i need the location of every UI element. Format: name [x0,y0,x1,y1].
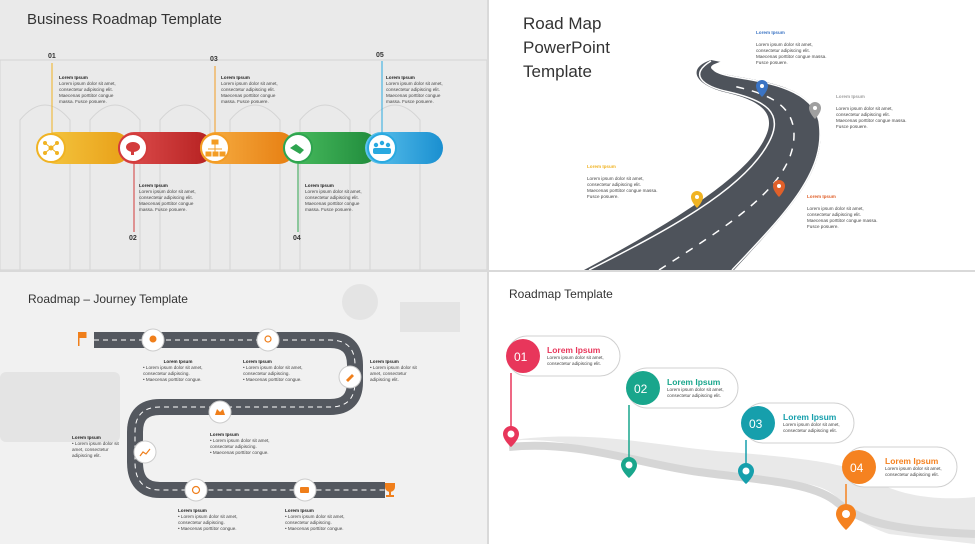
step-number: 05 [376,52,384,59]
flag-icon [78,332,87,346]
trophy-icon [385,483,395,497]
step-number: 02 [634,382,648,396]
journey-item: Lorem Ipsum• Lorem ipsum dolor sit amet,… [285,508,345,531]
journey-panel[interactable]: Roadmap – Journey Template Lorem Ipsum• … [0,272,487,544]
map-pin-icon [738,463,754,484]
handshake-icon [290,144,304,154]
folder-icon [300,487,309,493]
journey-item: Lorem Ipsum• Lorem ipsum dolor sit amet,… [243,359,303,382]
hierarchy-icon [205,139,226,157]
lightbulb-icon [149,335,157,343]
map-pin-icon [773,180,785,197]
journey-item: Lorem Ipsum• Lorem ipsum dolor sit amet,… [210,432,270,455]
map-pin-icon [691,191,703,208]
team-icon [373,140,391,154]
step-number: 01 [514,350,528,364]
step-number: 03 [210,56,218,63]
page-title: Business Roadmap Template [27,11,222,28]
winding-road-graphic [584,60,821,270]
step-number: 04 [850,461,864,475]
step-number: 04 [293,235,301,242]
page-title: Roadmap Template [509,287,613,301]
journey-item: Lorem Ipsum• Lorem ipsum dolor sit amet,… [72,435,119,458]
business-roadmap-panel[interactable]: Business Roadmap Template 01 Lorem Ipsum… [0,0,487,270]
map-pin-icon [836,504,856,530]
journey-item: Lorem Ipsum• Lorem ipsum dolor sit amet,… [370,359,417,382]
network-icon [43,141,59,155]
journey-item: Lorem Ipsum• Lorem ipsum dolor sit amet,… [178,508,238,531]
crown-icon [215,409,225,415]
map-pin-icon [809,102,821,119]
journey-road-graphic [0,284,460,502]
brain-icon [126,142,140,155]
map-pin-icon [756,80,768,97]
map-pin-icon [503,426,519,447]
step-number: 01 [48,53,56,60]
step-number: 03 [749,417,763,431]
business-roadmap-graphic [0,59,487,270]
search-icon [264,335,272,343]
journey-item: Lorem Ipsum• Lorem ipsum dolor sit amet,… [143,359,203,382]
chart-icon [139,448,151,457]
step-number: 02 [129,235,137,242]
page-title: Roadmap – Journey Template [28,292,188,306]
wrench-icon [346,374,354,382]
roadmap-path-graphic [499,335,975,544]
target-icon [191,485,201,495]
map-pin-icon [621,457,637,478]
